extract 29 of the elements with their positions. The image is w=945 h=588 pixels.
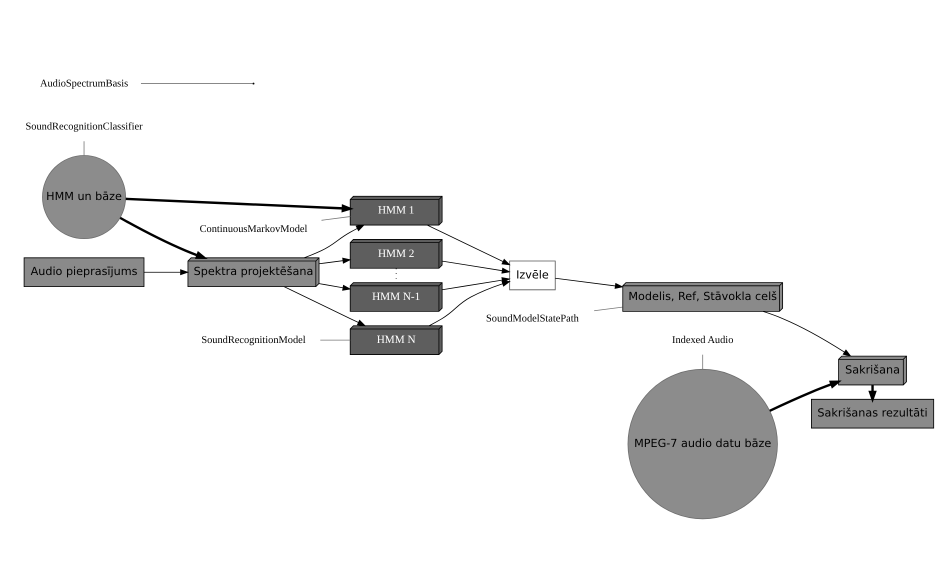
arrow xyxy=(428,280,511,326)
arrow xyxy=(318,283,352,291)
node-text: SoundModelStatePath xyxy=(486,313,579,324)
connector xyxy=(594,306,623,312)
node-box: Audio pieprasījums xyxy=(24,257,144,287)
connector xyxy=(702,354,704,370)
arrow xyxy=(144,269,189,276)
arrow xyxy=(318,258,352,264)
connector xyxy=(140,83,254,84)
arrow xyxy=(769,380,842,412)
node-box: Izvēle xyxy=(509,260,556,290)
connector xyxy=(320,340,351,341)
node-text: Indexed Audio xyxy=(672,334,734,346)
connector xyxy=(321,216,351,221)
node-text: ContinuousMarkovModel xyxy=(200,224,308,235)
arrow xyxy=(426,224,511,266)
arrow xyxy=(762,311,852,357)
node-box: Sakrišanas rezultāti xyxy=(811,398,934,428)
arrow xyxy=(554,278,624,289)
node-circle: MPEG-7 audio datu bāze xyxy=(628,368,778,520)
node-text: AudioSpectrumBasis xyxy=(40,78,128,90)
arrow xyxy=(284,286,366,326)
node-text: SoundRecognitionModel xyxy=(201,334,306,346)
node-circle: HMM un bāze xyxy=(42,155,126,240)
arrow xyxy=(120,216,208,260)
arrow xyxy=(126,198,354,213)
arrow xyxy=(304,224,365,258)
node-text: SoundRecognitionClassifier xyxy=(26,121,143,132)
arrow xyxy=(442,260,511,274)
